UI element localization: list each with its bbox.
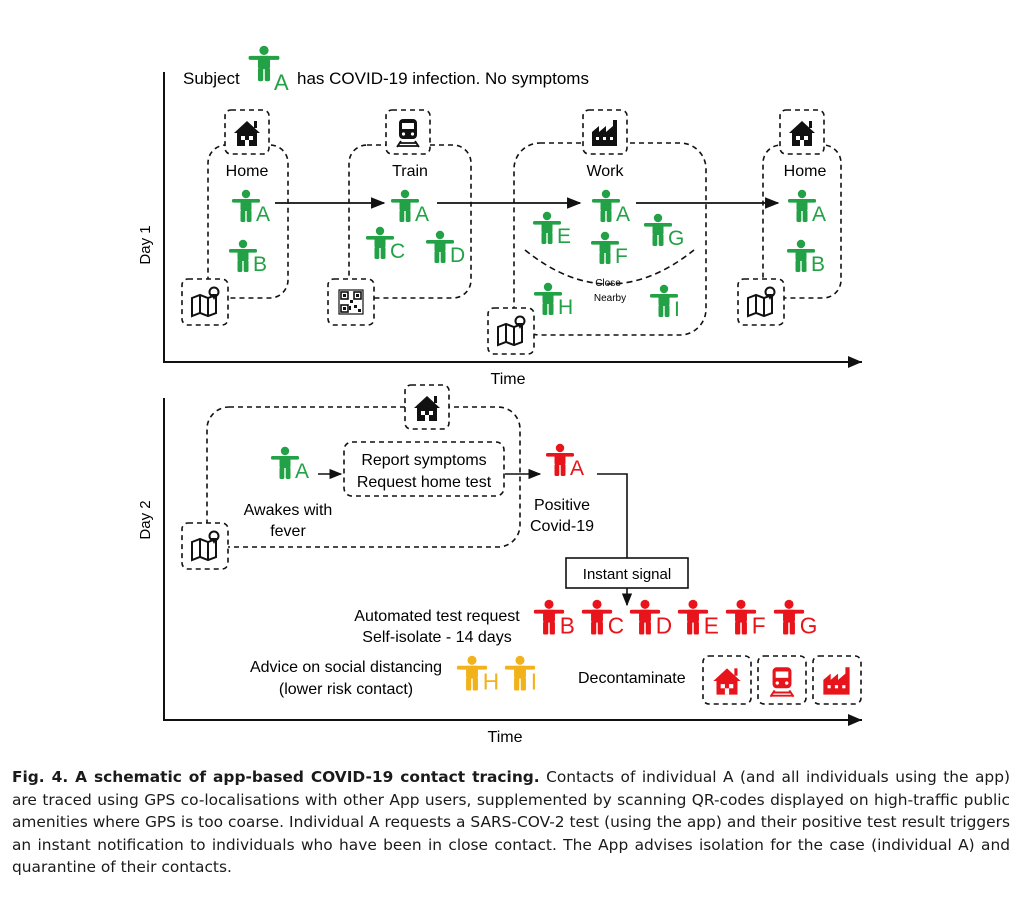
person-letter: C <box>608 612 624 638</box>
person-letter: A <box>256 203 270 226</box>
location-label: Home <box>784 163 827 180</box>
report-line1: Report symptoms <box>361 452 486 469</box>
caption-title: Fig. 4. A schematic of app-based COVID-1… <box>12 768 540 786</box>
person-letter: F <box>752 612 766 638</box>
proximity-arc <box>524 249 695 285</box>
header: Subject A has COVID-19 infection. No sym… <box>183 45 589 95</box>
positive-line1: Positive <box>534 497 590 514</box>
figure-caption: Fig. 4. A schematic of app-based COVID-1… <box>12 766 1010 879</box>
person-letter: A <box>570 457 584 480</box>
caption-body: Contacts of individual A (and all indivi… <box>12 768 1010 877</box>
header-suffix: has COVID-19 infection. No symptoms <box>297 69 589 88</box>
nearby-label: Nearby <box>594 293 626 304</box>
red-contacts: B C D E F G <box>533 599 818 638</box>
person-letter: A <box>616 203 630 226</box>
person-letter: D <box>656 612 672 638</box>
test-request-line2: Self-isolate - 14 days <box>362 629 511 646</box>
person-letter: B <box>253 253 267 276</box>
home-box <box>206 406 521 548</box>
day2-time-label: Time <box>488 729 523 746</box>
person-a-awake: A <box>271 446 309 483</box>
decontaminate-label: Decontaminate <box>578 670 686 687</box>
person-letter: A <box>415 203 429 226</box>
train-icon <box>769 666 795 698</box>
awakes-line2: fever <box>270 523 306 540</box>
person-letter: D <box>450 244 465 267</box>
report-line2: Request home test <box>357 474 492 491</box>
gps-map-tiles <box>181 278 785 355</box>
instant-signal-label: Instant signal <box>583 566 671 583</box>
person-letter: B <box>560 612 575 638</box>
header-letter: A <box>274 70 289 95</box>
test-request-line1: Automated test request <box>354 608 520 625</box>
day1-time-label: Time <box>491 371 526 388</box>
person-letter: C <box>390 240 405 263</box>
location-label: Work <box>586 163 624 180</box>
person-letter: I <box>531 668 537 694</box>
gps-map-tile <box>181 522 229 570</box>
person-letter: H <box>558 296 573 319</box>
advice-line1: Advice on social distancing <box>250 659 442 676</box>
advice-line2: (lower risk contact) <box>279 681 413 698</box>
location-icon-tiles <box>224 109 825 155</box>
signal-connector <box>597 473 628 558</box>
person-letter: E <box>704 612 719 638</box>
qr-code-icon <box>338 289 364 315</box>
person-letter: F <box>615 245 628 268</box>
person-letter: H <box>483 668 499 694</box>
person-letter: G <box>800 612 818 638</box>
person-letter: A <box>295 460 309 483</box>
day1-axis-label: Day 1 <box>137 225 154 264</box>
decontaminate-icons <box>702 655 862 705</box>
person-letter: G <box>668 227 684 250</box>
person-letter: A <box>812 203 826 226</box>
day2-axis-label: Day 2 <box>137 500 154 539</box>
report-box[interactable] <box>343 441 505 497</box>
location-label: Train <box>392 163 428 180</box>
person-letter: B <box>811 253 825 276</box>
person-letter: E <box>557 225 571 248</box>
person-a-positive: A <box>546 443 584 480</box>
positive-line2: Covid-19 <box>530 518 594 535</box>
day2-panel: Day 2 Time A Awakes with fever Report sy… <box>137 384 862 746</box>
location-label: Home <box>226 163 269 180</box>
close-label: Close <box>595 278 621 289</box>
contact-tracing-diagram: Subject A has COVID-19 infection. No sym… <box>137 45 862 746</box>
person-letter: I <box>674 298 680 321</box>
day1-panel: Day 1 Time Home Train Work Home <box>137 72 862 388</box>
train-icon <box>396 118 420 148</box>
header-prefix: Subject <box>183 69 240 88</box>
awakes-line1: Awakes with <box>244 502 333 519</box>
